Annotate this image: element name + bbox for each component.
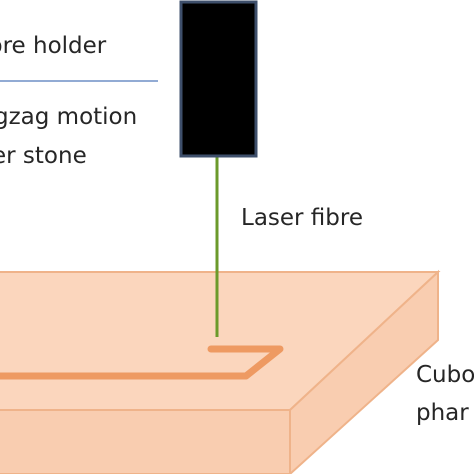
- laser-fibre-label: Laser fibre: [241, 205, 363, 231]
- zigzag-motion-label: gzag motion: [0, 104, 138, 130]
- cuboid-label-line-2: phar: [416, 400, 469, 426]
- ablation-path: [0, 345, 284, 380]
- cuboid-side-face: [289, 269, 439, 474]
- cuboid-label-line-1: Cubo: [416, 362, 474, 388]
- fibre-holder-block: [179, 0, 258, 158]
- stone-label: er stone: [0, 143, 87, 169]
- fibre-holder-label: bre holder: [0, 33, 107, 59]
- cuboid-front-face: [0, 409, 291, 474]
